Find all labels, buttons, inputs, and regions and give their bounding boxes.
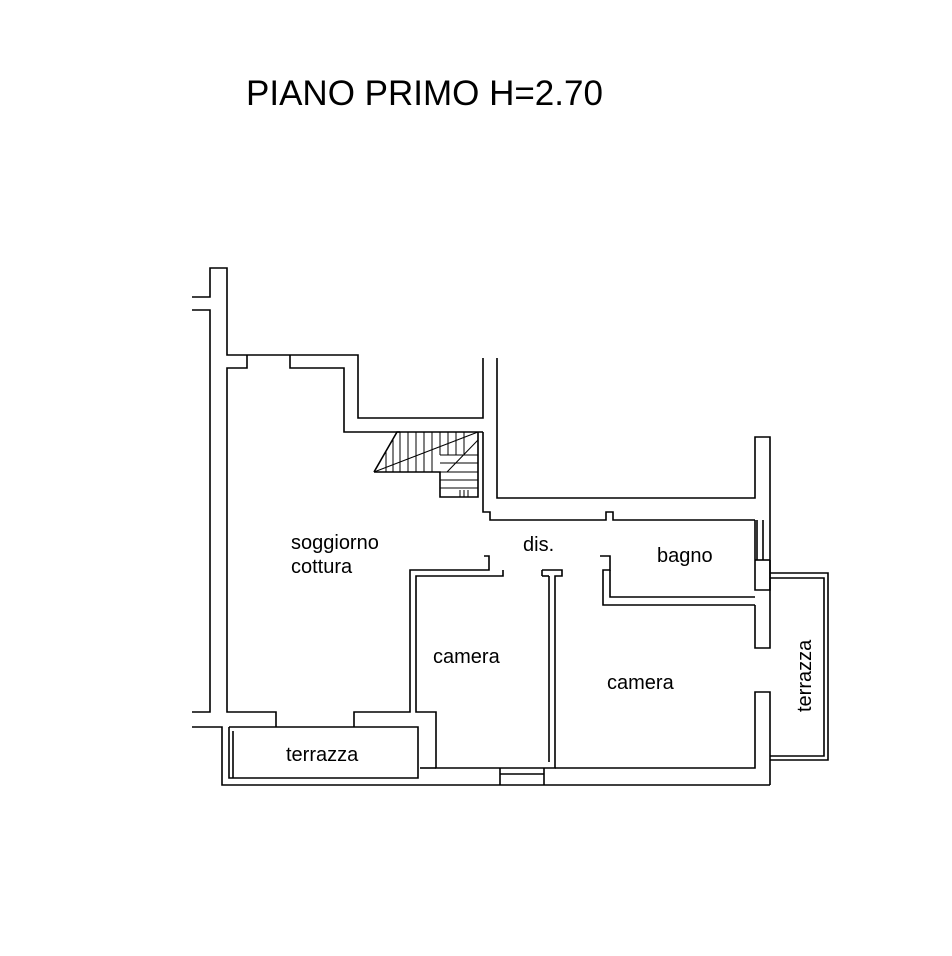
stair-inner <box>374 432 479 498</box>
terrace-right-outline <box>770 572 829 761</box>
wall-left-inner <box>226 355 277 727</box>
wall-bathroom-right <box>754 517 771 591</box>
label-living-line1: soggiorno <box>291 532 379 554</box>
label-terrace-right: terrazza <box>794 639 816 712</box>
stair-treads <box>373 431 479 497</box>
wall-bottom-exterior <box>192 726 770 786</box>
label-bedroom-right: camera <box>607 672 675 694</box>
wall-bedroom-left <box>353 555 490 727</box>
wall-left-outer-lower <box>192 309 211 713</box>
label-bedroom-left: camera <box>433 646 501 668</box>
wall-bathroom-left-inner <box>609 570 755 598</box>
wall-top-living <box>289 355 483 433</box>
wall-bedroom-right <box>555 691 771 785</box>
terrace-right-rail <box>770 577 825 757</box>
label-living-line2: cottura <box>291 556 353 578</box>
terrace-bottom-outline <box>228 726 419 779</box>
wall-center-vertical <box>496 358 771 517</box>
wall-stair-side <box>482 432 755 521</box>
stair-outline <box>373 431 400 473</box>
label-hallway: dis. <box>523 534 554 556</box>
wall-bathroom-left <box>600 555 755 606</box>
wall-right-exterior <box>754 560 771 649</box>
label-bathroom: bagno <box>657 545 713 567</box>
wall-left-outer <box>192 267 290 356</box>
wall-bedroom-left-inner <box>415 570 504 769</box>
plan-title: PIANO PRIMO H=2.70 <box>246 74 603 113</box>
wall-top-living-outer <box>290 354 484 419</box>
label-terrace-bottom: terrazza <box>286 744 359 766</box>
wall-bedroom-divider <box>542 569 563 769</box>
walls <box>192 267 829 786</box>
